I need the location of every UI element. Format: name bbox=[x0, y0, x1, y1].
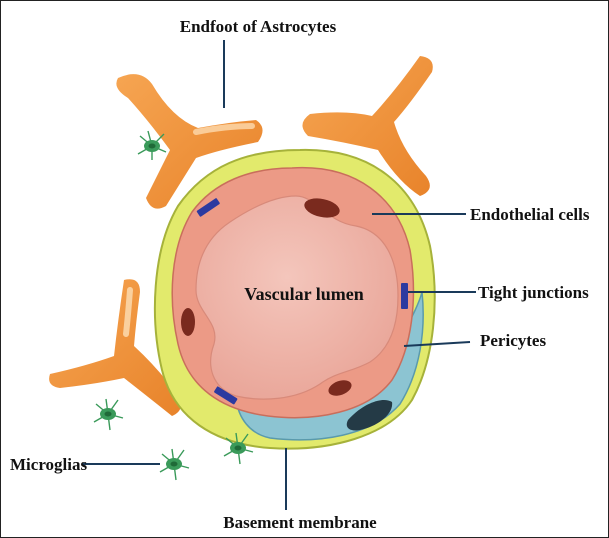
tight-junction-right bbox=[401, 283, 408, 309]
microglia-top bbox=[138, 131, 166, 160]
label-endfoot: Endfoot of Astrocytes bbox=[180, 17, 337, 36]
microglia-left bbox=[94, 399, 123, 430]
endothelial-nucleus-left bbox=[181, 308, 195, 336]
label-endothelial: Endothelial cells bbox=[470, 205, 590, 224]
label-microglias: Microglias bbox=[10, 455, 87, 474]
label-basement: Basement membrane bbox=[223, 513, 377, 532]
label-pericytes: Pericytes bbox=[480, 331, 546, 350]
label-tight-junctions: Tight junctions bbox=[478, 283, 589, 302]
microglia-bottom-left bbox=[160, 449, 189, 480]
label-vascular-lumen: Vascular lumen bbox=[244, 284, 364, 304]
